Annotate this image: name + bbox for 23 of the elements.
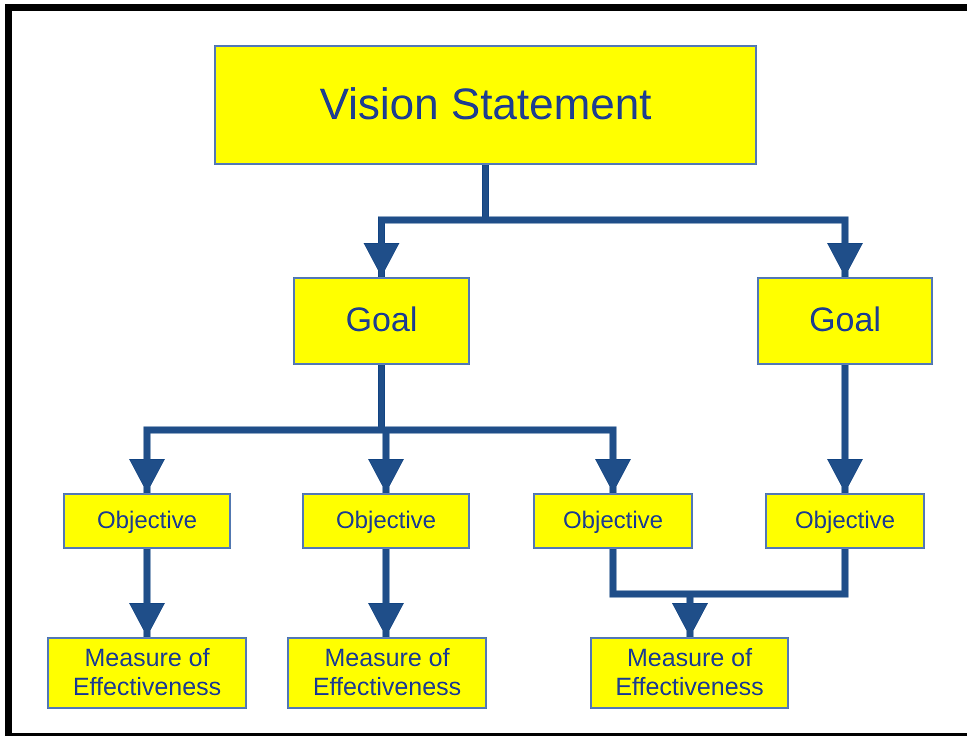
node-label: Objective <box>794 507 896 535</box>
node-label: Objective <box>96 507 198 535</box>
objective-box <box>533 493 693 549</box>
objective-box <box>302 493 470 549</box>
measure-box <box>590 637 789 709</box>
goal-box <box>293 277 470 365</box>
node-label: Measure of Effectiveness <box>614 644 765 702</box>
arrow <box>129 549 165 637</box>
objective-box <box>63 493 231 549</box>
node-label: Goal <box>809 301 881 341</box>
objective-box <box>765 493 925 549</box>
node-label: Goal <box>346 301 418 341</box>
arrow <box>368 549 404 637</box>
node-label: Objective <box>562 507 664 535</box>
node-label: Objective <box>336 507 436 535</box>
arrow <box>827 365 863 493</box>
goal-box <box>757 277 933 365</box>
measure-box <box>287 637 487 709</box>
node-label: Measure of Effectiveness <box>312 644 462 702</box>
measure-box <box>47 637 247 709</box>
node-label: Measure of Effectiveness <box>72 644 222 702</box>
vision-box <box>214 45 757 165</box>
node-label: Vision Statement <box>320 80 652 130</box>
